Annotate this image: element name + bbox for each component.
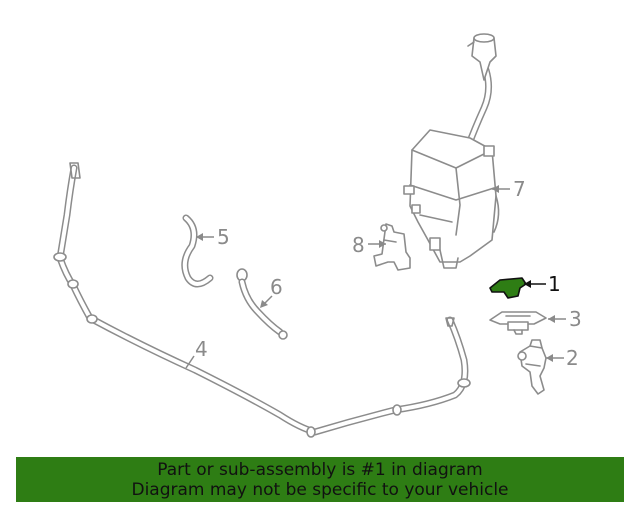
grommet-part-1[interactable] [489,277,527,299]
arrowhead-3 [548,315,555,323]
arrowhead-5 [196,233,203,241]
callout-5[interactable]: 5 [217,225,230,249]
arrowhead-2 [546,354,553,362]
arrowhead-7 [492,185,499,193]
part-notice-banner: Part or sub-assembly is #1 in diagram Di… [16,457,624,502]
arrowhead-8 [379,240,386,248]
arrowhead-1 [524,280,531,288]
callout-4[interactable]: 4 [195,337,208,361]
mount-part-3[interactable] [489,311,547,335]
parts-diagram: 1 2 3 4 5 6 7 8 [53,33,582,438]
washer-reservoir-part-7[interactable] [403,33,500,269]
hose-part-5[interactable] [181,214,214,288]
callout-6[interactable]: 6 [270,275,283,299]
banner-line-part-number: Part or sub-assembly is #1 in diagram [157,460,483,480]
leader-line-4 [185,355,195,369]
callout-2[interactable]: 2 [566,346,579,370]
callout-8[interactable]: 8 [352,233,365,257]
washer-pump-part-2[interactable] [517,339,547,395]
callout-1[interactable]: 1 [548,272,561,296]
banner-line-disclaimer: Diagram may not be specific to your vehi… [131,480,509,500]
arrowhead-6 [260,300,268,308]
hose-part-6[interactable] [236,268,288,340]
callout-7[interactable]: 7 [513,177,526,201]
washer-hose-part-4[interactable] [53,162,471,438]
callout-3[interactable]: 3 [569,307,582,331]
bracket-part-8[interactable] [373,223,411,271]
